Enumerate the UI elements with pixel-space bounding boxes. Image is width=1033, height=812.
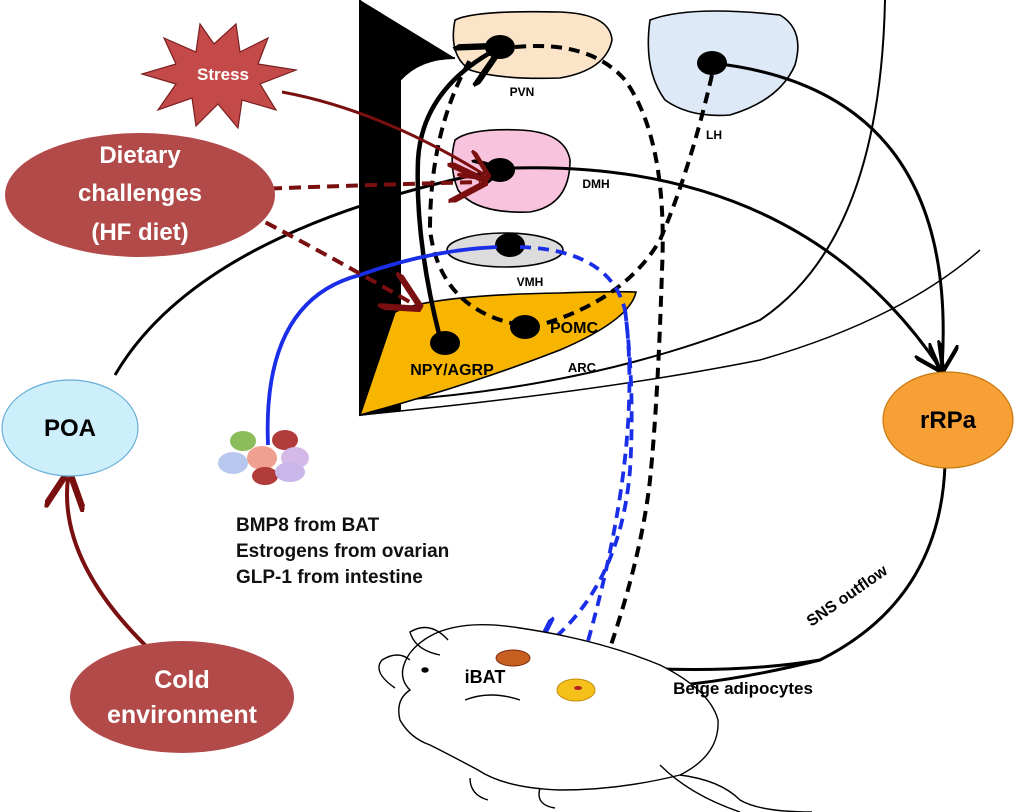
arc-label: ARC [568, 360, 597, 375]
dietary-label-line3: (HF diet) [91, 219, 188, 246]
dmh-label: DMH [582, 177, 609, 191]
diet-to-dmh-arrow [231, 182, 480, 190]
stress-to-dmh-arrow [281, 90, 485, 175]
signals-list: BMP8 from BAT Estrogens from ovarian GLP… [236, 513, 449, 591]
signal-molecules-icon [218, 430, 309, 485]
npy-neuron [430, 331, 460, 355]
bmp8-to-vmh-path [265, 245, 498, 446]
brain-lower-outline [359, 249, 981, 416]
ibat-label: iBAT [465, 667, 506, 687]
rrpa-node [882, 371, 1014, 469]
dmh-to-rrpa-path [511, 166, 940, 368]
stress-burst [139, 22, 299, 130]
brain-outline [399, 0, 886, 402]
poa-label: POA [44, 415, 96, 442]
pomc-label: POMC [550, 320, 598, 337]
npy-label: NPY/AGRP [410, 362, 494, 379]
dmh-neuron [485, 158, 515, 182]
beige-label: Beige adipocytes [673, 679, 813, 698]
pomc-neuron [510, 315, 540, 339]
signal-estrogens: Estrogens from ovarian [236, 541, 450, 562]
cold-environment-node [70, 641, 294, 753]
cold-label-line1: Cold [154, 666, 210, 694]
poa-to-dmh-path [113, 170, 498, 376]
vmh-neuron [495, 233, 525, 257]
stress-label: Stress [197, 65, 249, 84]
poa-node [1, 379, 139, 477]
cold-to-poa-arrow [67, 478, 150, 650]
vmh-label: VMH [517, 275, 544, 289]
pvn-to-ibat-dashed [514, 43, 665, 691]
ibat-fat-pad [495, 649, 531, 667]
vmh-to-beige-blue-dashed [575, 309, 632, 685]
pvn-region [452, 10, 613, 80]
lh-to-rrpa-path [711, 61, 943, 368]
dietary-label-line2: challenges [78, 180, 202, 207]
signal-bmp8: BMP8 from BAT [236, 515, 380, 536]
dietary-label-line1: Dietary [99, 142, 181, 169]
signal-glp1: GLP-1 from intestine [236, 567, 423, 588]
cold-label-line2: environment [107, 701, 258, 729]
vmh-to-ibat-blue-dashed [519, 245, 634, 650]
rrpa-label: rRPa [920, 407, 977, 434]
pvn-label: PVN [510, 85, 535, 99]
beige-fat-pad [556, 678, 596, 702]
dietary-challenges-node [5, 133, 275, 257]
lh-label: LH [706, 128, 722, 142]
mouse-icon [378, 623, 813, 812]
arc-region [358, 290, 637, 417]
lh-to-ibat-dashed [539, 74, 714, 327]
